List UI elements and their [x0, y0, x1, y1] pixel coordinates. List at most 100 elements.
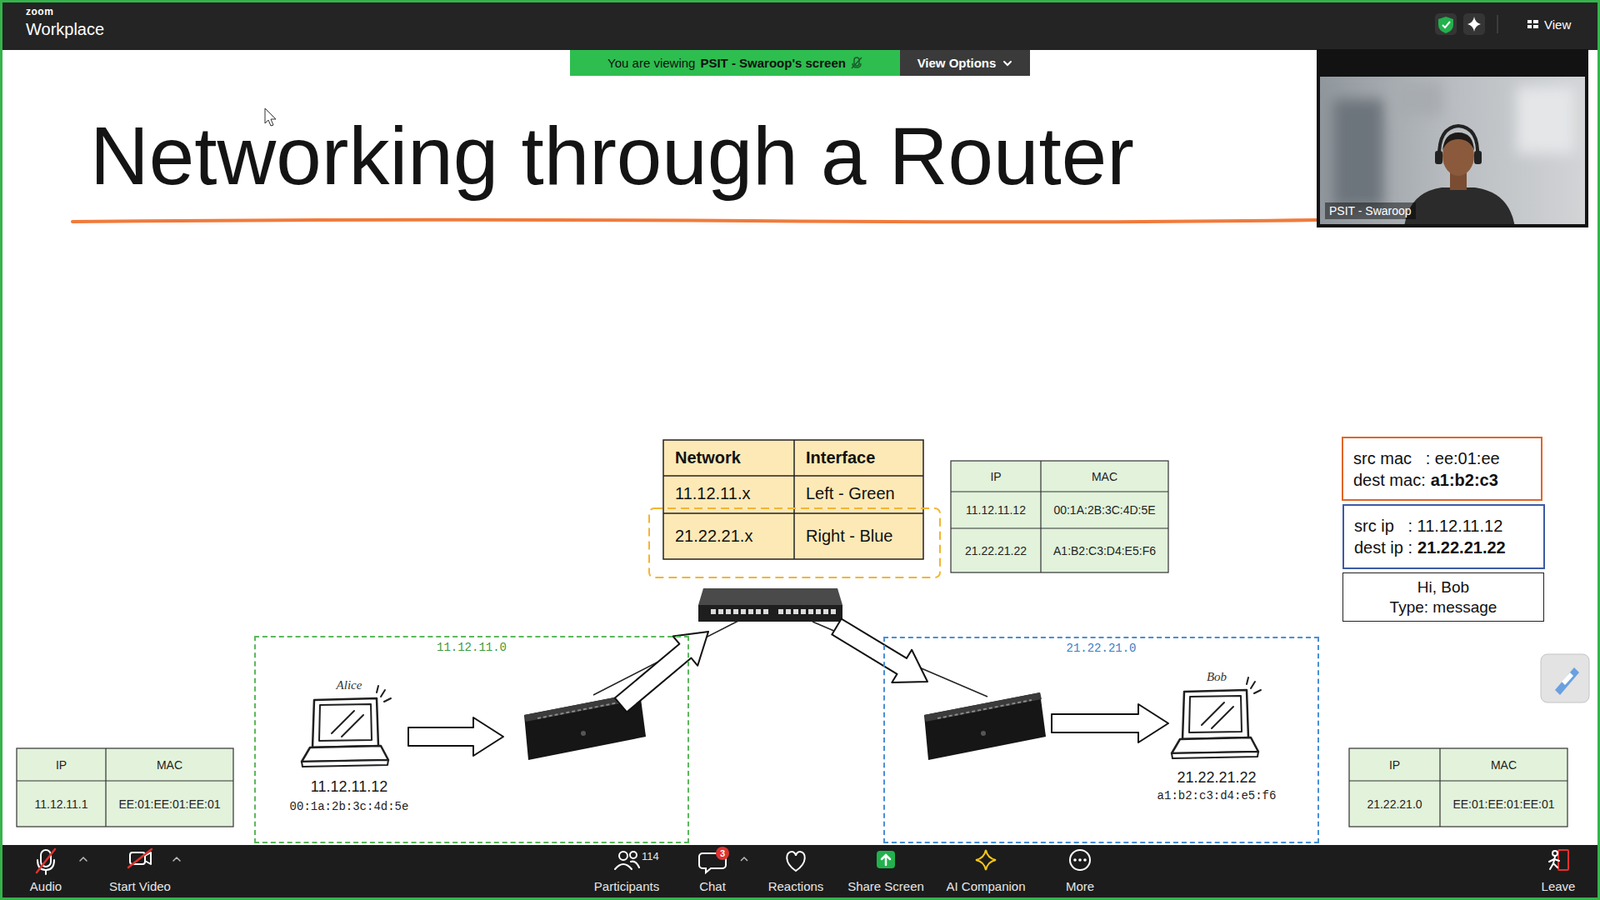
annotate-button-part [1540, 654, 1590, 703]
switch-right-part [924, 692, 1042, 722]
table-cell: Left - Green [794, 475, 924, 511]
packet-payload-text: Hi, Bob [1417, 577, 1470, 598]
audio-icon-part [80, 857, 87, 861]
left-arp-table-grid-part [105, 748, 106, 827]
router [698, 588, 843, 622]
left-arp-table-grid-part [16, 780, 234, 781]
icon-part-part [1333, 82, 1575, 208]
share-screen-icon [876, 850, 895, 869]
more-icon-part [1070, 850, 1090, 870]
routing-table-grid-part [793, 440, 795, 560]
table-cell: 00:1A:2B:3C:4D:5E [1040, 491, 1169, 529]
security-icon-part [1438, 16, 1454, 34]
laptop-alice-part [301, 760, 389, 767]
laptop-alice-part [384, 698, 391, 702]
participant-count: 114 [641, 849, 670, 863]
packet-line: src mac : ee:01:ee [1353, 447, 1531, 470]
toolbar-label: Start Video [90, 877, 190, 895]
video-icon-part [130, 852, 145, 865]
laptop-alice-part [319, 704, 372, 741]
host-mac: a1:b2:c3:d4:e5:f6 [1144, 790, 1290, 803]
annotate-button [1540, 654, 1590, 703]
arp-table-grid-part [950, 527, 1169, 529]
button-text: View Options [917, 55, 997, 70]
icon-part-part [1474, 150, 1482, 165]
icon-part [1320, 76, 1585, 225]
table-cell: EE:01:EE:01:EE:01 [105, 780, 234, 827]
network-address: 21.22.21.0 [885, 641, 1318, 655]
laptop-bob-part [1246, 677, 1249, 685]
arp-table-grid [950, 460, 1169, 573]
table-header: IP [950, 460, 1041, 492]
toolbar-label: Audio [0, 877, 96, 895]
laptop-bob-part [1171, 737, 1259, 754]
laptop-alice [301, 685, 391, 767]
icon-part-part-part [1333, 99, 1384, 208]
toolbar-label: Participants [576, 877, 677, 895]
routing-table-grid-part [663, 512, 924, 515]
routing-table-grid-part [663, 475, 924, 477]
participant-name: PSIT - Swaroop [1325, 202, 1416, 220]
route-highlight [649, 508, 940, 578]
host-ip: 11.12.11.12 [276, 779, 422, 796]
table-header: Network [663, 440, 795, 476]
packet-value: 21.22.21.22 [1417, 538, 1506, 557]
switch-left-part [537, 700, 632, 719]
participants-icon-part [630, 861, 640, 868]
more-icon-part [1078, 858, 1082, 862]
audio-icon-part [36, 849, 55, 873]
view-icon-part [1527, 20, 1532, 24]
reactions-icon [786, 851, 805, 871]
more-icon-part [1083, 858, 1087, 862]
toolbar-separator [1497, 15, 1499, 34]
more-icon-part [1073, 858, 1077, 862]
packet-field: dest mac: [1353, 470, 1426, 490]
routing-table-grid [663, 440, 924, 560]
icon [1316, 49, 1589, 228]
security-icon-part [1435, 13, 1457, 35]
window-chrome-part [0, 845, 1600, 900]
ai-icon-part [1467, 16, 1481, 32]
left-arp-table-grid-part [16, 748, 234, 827]
table-cell: A1:B2:C3:D4:E5:F6 [1040, 528, 1169, 573]
annotate-button-part [1555, 667, 1580, 695]
table-header: MAC [1440, 748, 1568, 781]
chat-icon [699, 846, 748, 873]
packet-line: dest ip :21.22.21.22 [1354, 536, 1534, 559]
laptop-bob-part [1182, 690, 1249, 740]
arp-table-grid-part [1040, 460, 1041, 573]
toolbar-label: Share Screen [835, 877, 936, 895]
table-cell: EE:01:EE:01:EE:01 [1440, 780, 1568, 827]
laptop-bob-part [1171, 751, 1259, 759]
packet-value: a1:b2:c3 [1430, 470, 1499, 490]
right-arp-table-grid [1349, 748, 1568, 827]
icon [850, 56, 863, 70]
icon-part [1004, 61, 1011, 65]
packet-field: dest ip : [1354, 538, 1413, 557]
window-chrome-part [0, 50, 1600, 845]
right-arp-table-grid-part [1349, 780, 1568, 781]
table-cell: 11.12.11.1 [16, 780, 106, 827]
network-region: 21.22.21.0Bob21.22.21.22a1:b2:c3:d4:e5:f… [883, 636, 1320, 844]
video-icon-part [128, 849, 152, 868]
routing-table-grid-part [663, 440, 924, 560]
chat-badge: 3 [715, 846, 730, 860]
brand-name: Workplace [25, 17, 160, 41]
icon-part-part [1442, 132, 1475, 151]
host-mac: 00:1a:2b:3c:4d:5e [276, 800, 422, 814]
table-cell: 11.12.11.12 [950, 491, 1041, 529]
table-header: IP [1349, 748, 1440, 781]
icon-part [851, 57, 862, 69]
packet-field: src ip : 11.12.11.12 [1354, 516, 1503, 535]
ai-icon [1463, 13, 1485, 35]
icon-part-part [1439, 125, 1478, 158]
brand-small: zoom [25, 5, 93, 18]
participants-icon-part [630, 851, 637, 859]
video-icon [128, 849, 180, 868]
laptop-alice-part [341, 715, 364, 737]
laptop-alice-part [380, 690, 385, 697]
video-tile: PSIT - Swaroop [1316, 49, 1589, 228]
view-icon-part [1533, 20, 1539, 24]
flow-arrow [615, 631, 709, 712]
